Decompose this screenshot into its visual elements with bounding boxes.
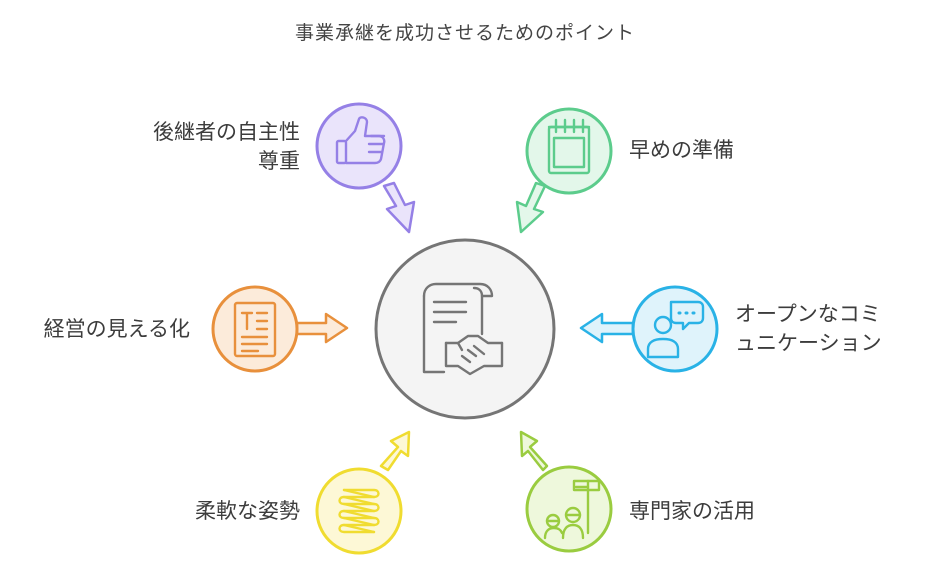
label-expert-utilization: 専門家の活用 [629, 499, 755, 523]
node-early-preparation [515, 107, 613, 234]
center-node [374, 238, 556, 420]
node-successor-autonomy [315, 102, 416, 234]
spring-coil-icon [338, 488, 380, 534]
expert-team-flag-icon [543, 479, 601, 540]
label-early-preparation: 早めの準備 [629, 138, 734, 162]
label-successor-autonomy: 後継者の自主性 尊重 [153, 120, 300, 173]
node-expert-utilization [519, 430, 613, 553]
diagram-title: 事業承継を成功させるためのポイント [294, 22, 635, 44]
document-icon [233, 301, 277, 358]
node-flexible-attitude [315, 430, 411, 555]
label-flexible-attitude: 柔軟な姿勢 [195, 499, 300, 523]
thumbs-up-icon [335, 116, 386, 165]
calendar-icon [547, 118, 591, 175]
contract-handshake-icon [422, 282, 504, 376]
label-management-visibility: 経営の見える化 [43, 317, 190, 341]
node-management-visibility [211, 285, 349, 373]
node-open-communication [579, 285, 719, 373]
label-open-communication: オープンなコミ ュニケーション [735, 302, 882, 355]
person-chat-icon [646, 300, 705, 359]
